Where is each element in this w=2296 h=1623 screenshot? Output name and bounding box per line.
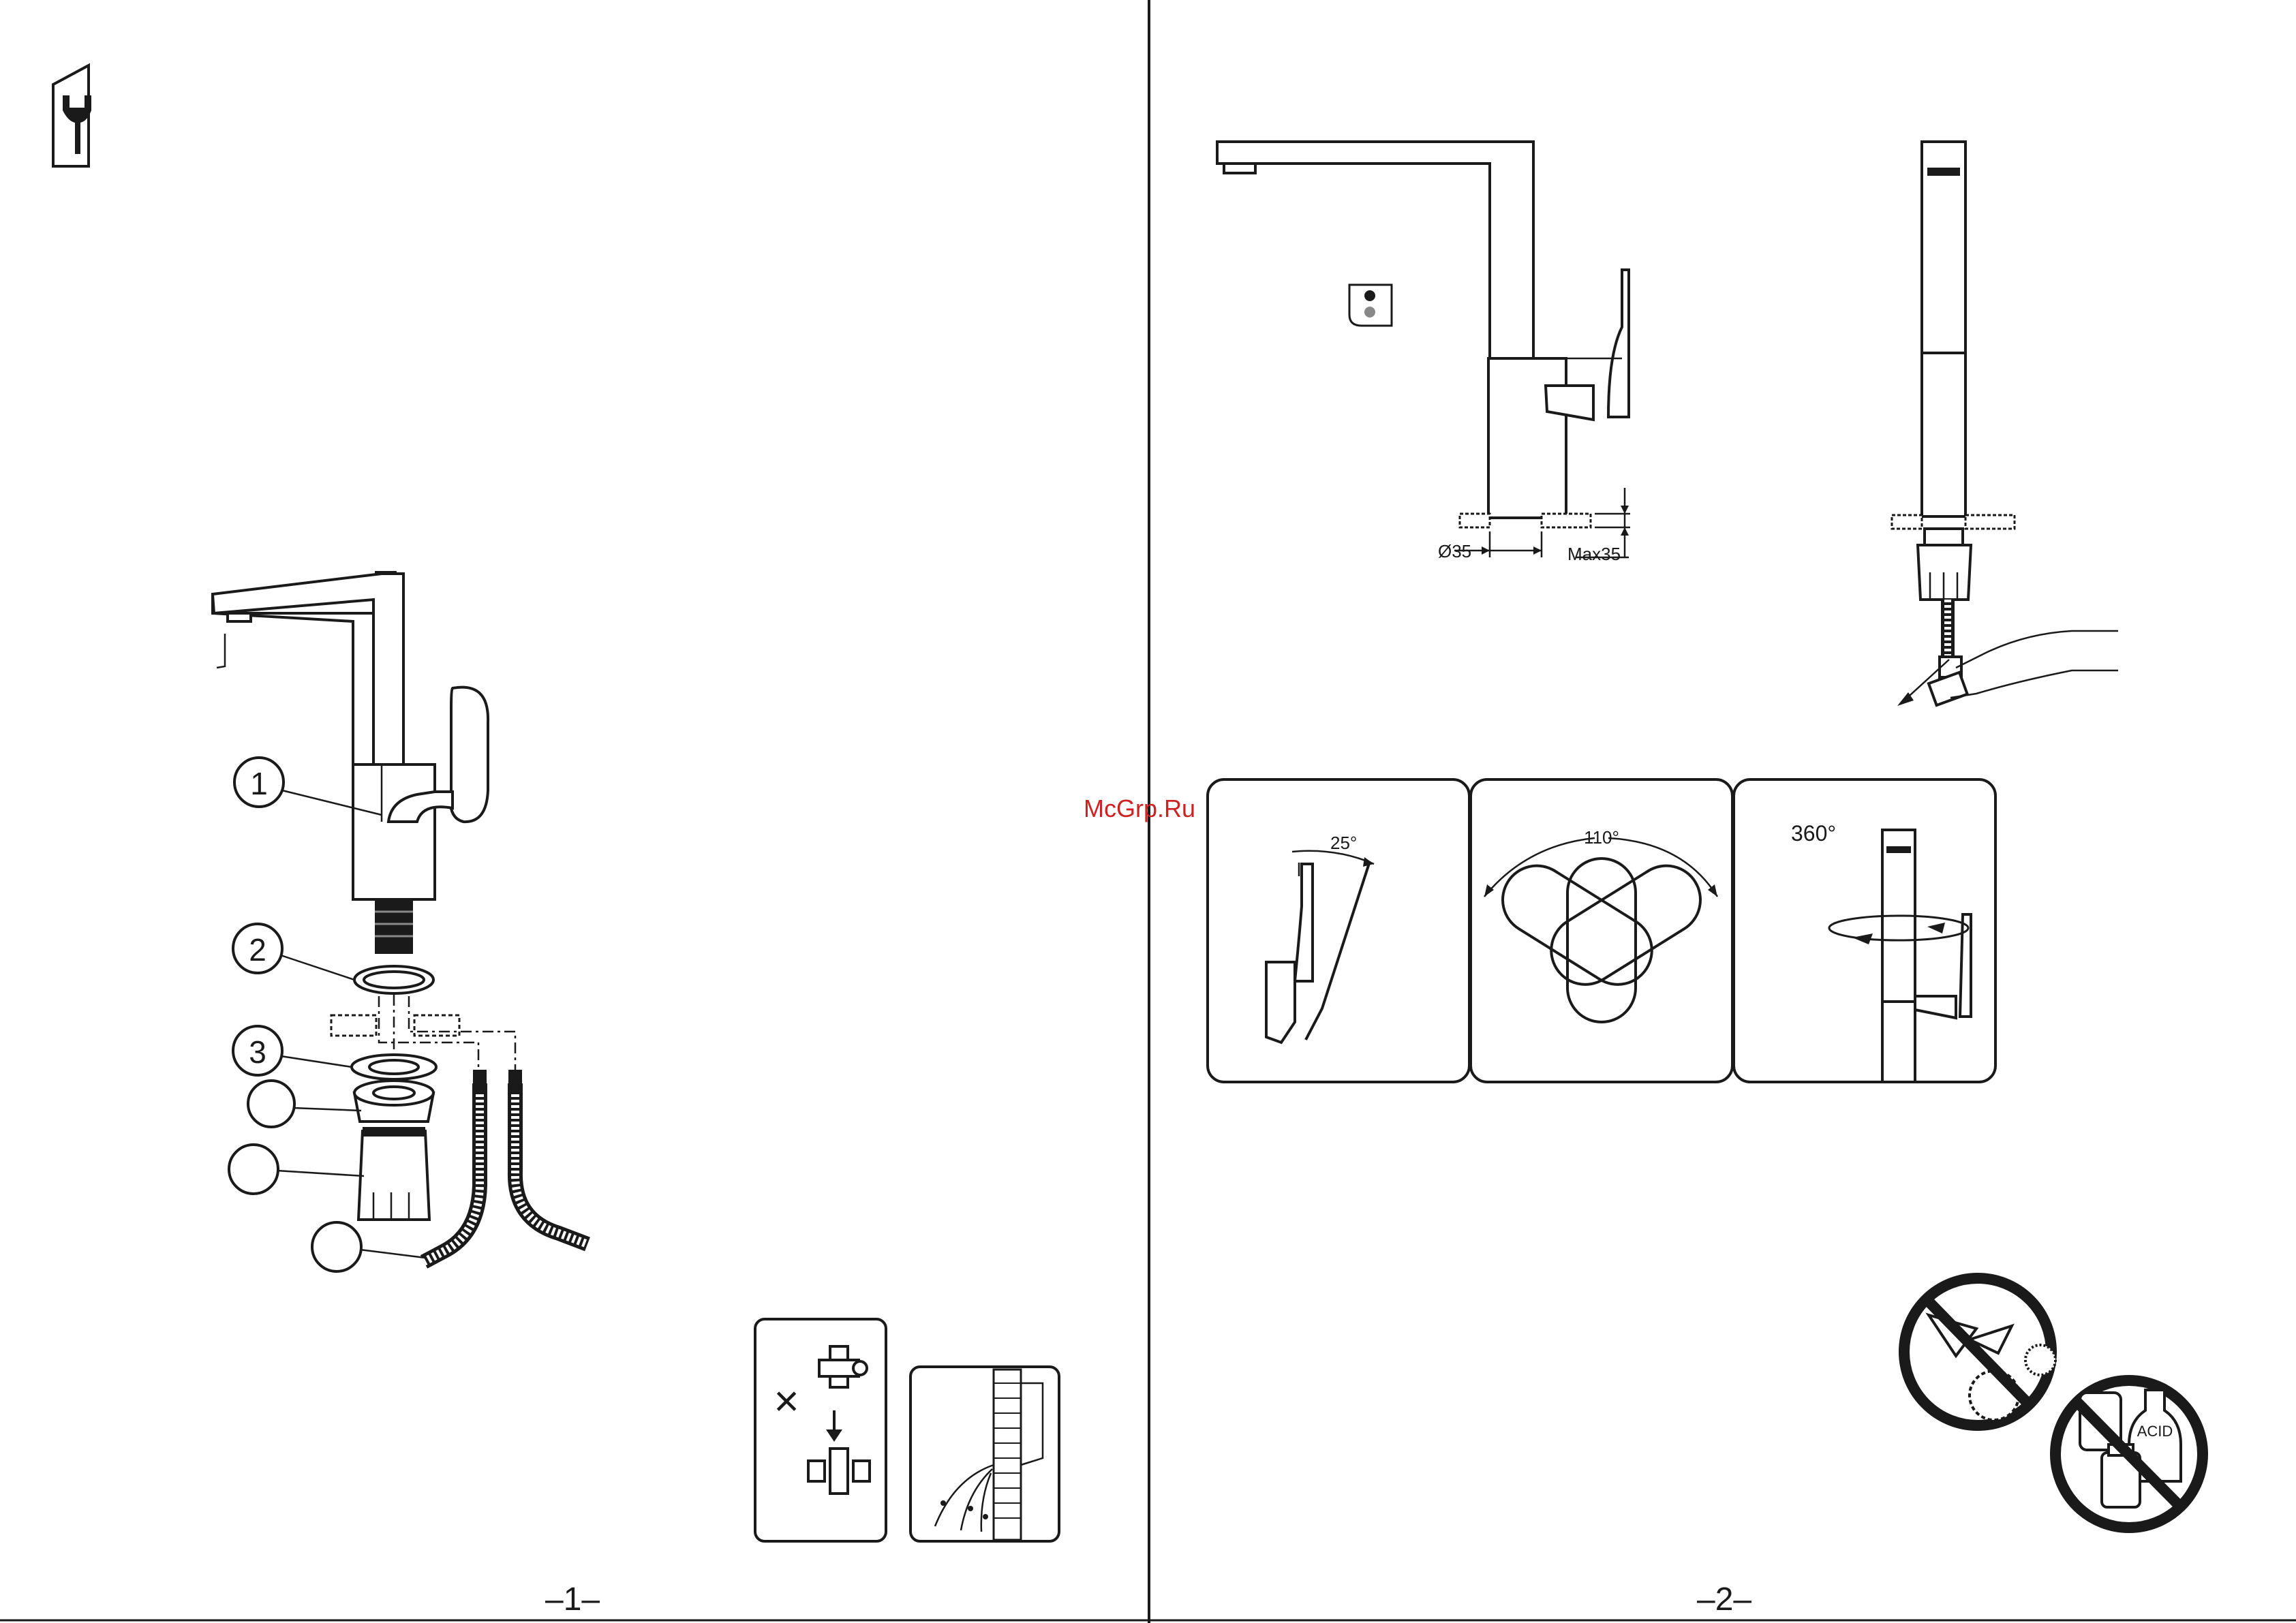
watermark: McGrp.Ru [1084,794,1195,823]
callout-2-label: 2 [249,932,266,968]
warning-cross-mark: × [774,1376,799,1425]
page-number-1: –1– [545,1581,600,1618]
hot-cold-indicator-icon [1349,285,1392,326]
rotation-panel-swing: 110° [1471,779,1732,1082]
spout-rotation-label: 360° [1791,821,1836,846]
faucet-front-install-diagram [1892,142,2118,706]
max-thickness-label: Max35 [1567,544,1621,564]
diameter-label: Ø35 [1438,541,1471,561]
tilt-angle-label: 25° [1330,833,1357,853]
callout-1-label: 1 [250,766,268,801]
valve-warning-panel: × [755,1319,886,1541]
callout-2: 2 [233,924,354,980]
callout-3-label: 3 [249,1034,266,1070]
rotation-panel-tilt: 25° [1208,779,1469,1082]
wall-leak-panel [910,1367,1059,1541]
swing-angle-label: 110° [1584,827,1619,848]
rotation-panel-spout: 360° [1734,779,1995,1082]
page-number-2: –2– [1697,1581,1751,1618]
callout-6 [312,1222,425,1271]
acid-label: ACID [2137,1423,2173,1440]
callout-4 [248,1081,361,1127]
no-abrasive-cleaners-icon [1904,1278,2055,1425]
no-chemical-cleaners-icon: ACID [2055,1380,2203,1528]
faucet-profile-diagram: Ø35 Max35 [1217,142,1630,564]
callout-5 [229,1145,364,1194]
wrench-icon [53,65,91,166]
